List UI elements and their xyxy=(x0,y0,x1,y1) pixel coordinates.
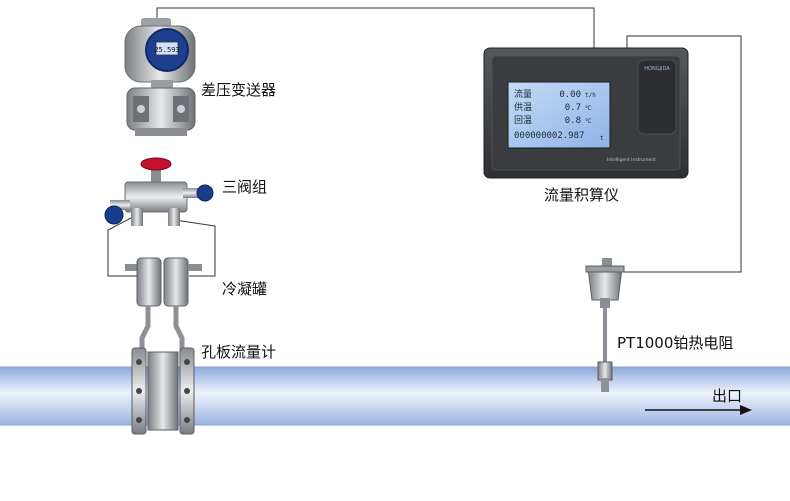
lcd-row-return-temp-name: 回温 xyxy=(514,115,532,126)
lcd-row-supply-temp-unit: ℃ xyxy=(585,105,592,112)
calculator-brand: HONGJIDA xyxy=(644,66,670,72)
lcd-row-return-temp-unit: ℃ xyxy=(585,118,592,125)
outlet-arrow xyxy=(645,405,752,415)
label-orifice-meter: 孔板流量计 xyxy=(201,343,276,361)
blue-valve-handle-right xyxy=(196,184,214,202)
lcd-row-flow-name: 流量 xyxy=(514,88,532,100)
label-outlet: 出口 xyxy=(712,387,742,405)
label-condenser: 冷凝罐 xyxy=(222,280,267,298)
label-valve-manifold: 三阀组 xyxy=(222,178,267,196)
lcd-row-flow-value: 0.00 xyxy=(559,90,581,100)
label-calculator: 流量积算仪 xyxy=(544,186,619,204)
differential-pressure-transmitter: 25.593 xyxy=(124,18,196,136)
blue-valve-handle-left xyxy=(104,205,124,225)
calculator-lcd-screen xyxy=(507,81,611,149)
flow-calculator: HONGJIDA Intelligent Instrument 流量 0.00 … xyxy=(483,47,689,179)
lcd-total-unit: t xyxy=(600,135,604,142)
main-pipe xyxy=(0,366,790,426)
transmitter-display-value: 25.593 xyxy=(154,46,179,54)
three-valve-manifold xyxy=(104,157,214,226)
manifold-left-impulse-line xyxy=(107,217,138,277)
condenser-pots xyxy=(125,257,202,307)
red-valve-handle xyxy=(140,157,172,171)
label-sensor: PT1000铂热电阻 xyxy=(617,334,733,352)
transmitter-to-calculator-wire xyxy=(156,7,595,49)
signal-wires xyxy=(107,7,742,277)
lcd-total-value: 000000002.987 xyxy=(514,131,584,141)
label-transmitter: 差压变送器 xyxy=(201,81,276,99)
impulse-tubes xyxy=(139,306,185,352)
lcd-row-supply-temp-value: 0.7 xyxy=(565,103,581,113)
calculator-footer: Intelligent Instrument xyxy=(607,157,656,163)
manifold-right-impulse-line xyxy=(174,219,216,277)
lcd-row-supply-temp-name: 供温 xyxy=(514,101,532,113)
lcd-row-return-temp-value: 0.8 xyxy=(565,116,581,126)
sensor-to-calculator-wire xyxy=(608,35,742,273)
lcd-row-flow-unit: t/h xyxy=(585,92,596,99)
pt1000-temperature-sensor xyxy=(585,258,625,392)
orifice-plate-flowmeter xyxy=(131,347,195,435)
